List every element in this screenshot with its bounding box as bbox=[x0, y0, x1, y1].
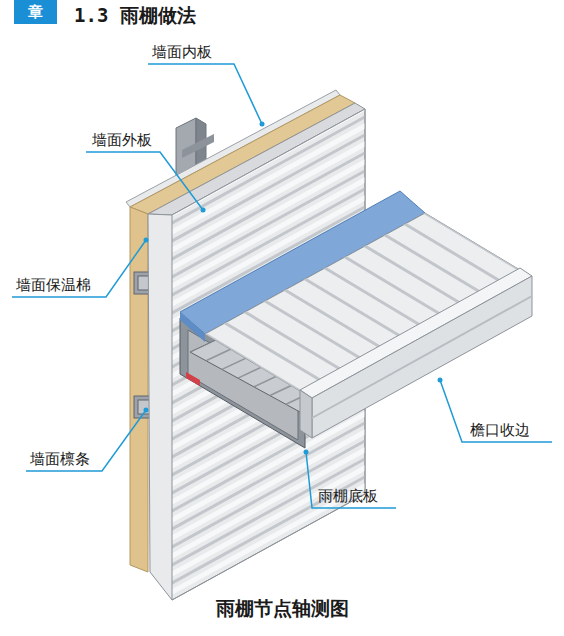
callout-label: 墙面檩条 bbox=[30, 450, 90, 468]
insulation-side bbox=[130, 207, 148, 572]
roof-rib bbox=[400, 221, 510, 287]
callout-label: 墙面内板 bbox=[152, 43, 212, 61]
corrugation-stroke bbox=[140, 469, 380, 601]
canopy-seal bbox=[186, 372, 200, 386]
eave-trim-face bbox=[312, 276, 532, 438]
eave-trim-lip bbox=[300, 390, 312, 438]
eave-trim-groove bbox=[312, 296, 532, 418]
figure-caption: 雨棚节点轴测图 bbox=[216, 596, 349, 622]
wall-purlin bbox=[134, 272, 150, 418]
leader-lines bbox=[12, 64, 552, 508]
page-title: 1.3 雨棚做法 bbox=[74, 3, 196, 29]
corrugation-stroke bbox=[140, 460, 380, 592]
callout-label: 墙面保温棉 bbox=[16, 276, 91, 294]
leader-dots bbox=[144, 122, 443, 455]
corrugation-stroke bbox=[140, 451, 380, 583]
callout-label: 墙面外板 bbox=[92, 131, 152, 149]
callout-label: 檐口收边 bbox=[470, 421, 530, 439]
roof-rib bbox=[420, 210, 530, 276]
corrugation-stroke bbox=[140, 478, 380, 610]
tab-text: 章 bbox=[28, 3, 43, 21]
blue-flashing-edge bbox=[180, 312, 205, 342]
callout-label: 雨棚底板 bbox=[318, 487, 378, 505]
chapter-tab: 章 bbox=[14, 0, 57, 24]
